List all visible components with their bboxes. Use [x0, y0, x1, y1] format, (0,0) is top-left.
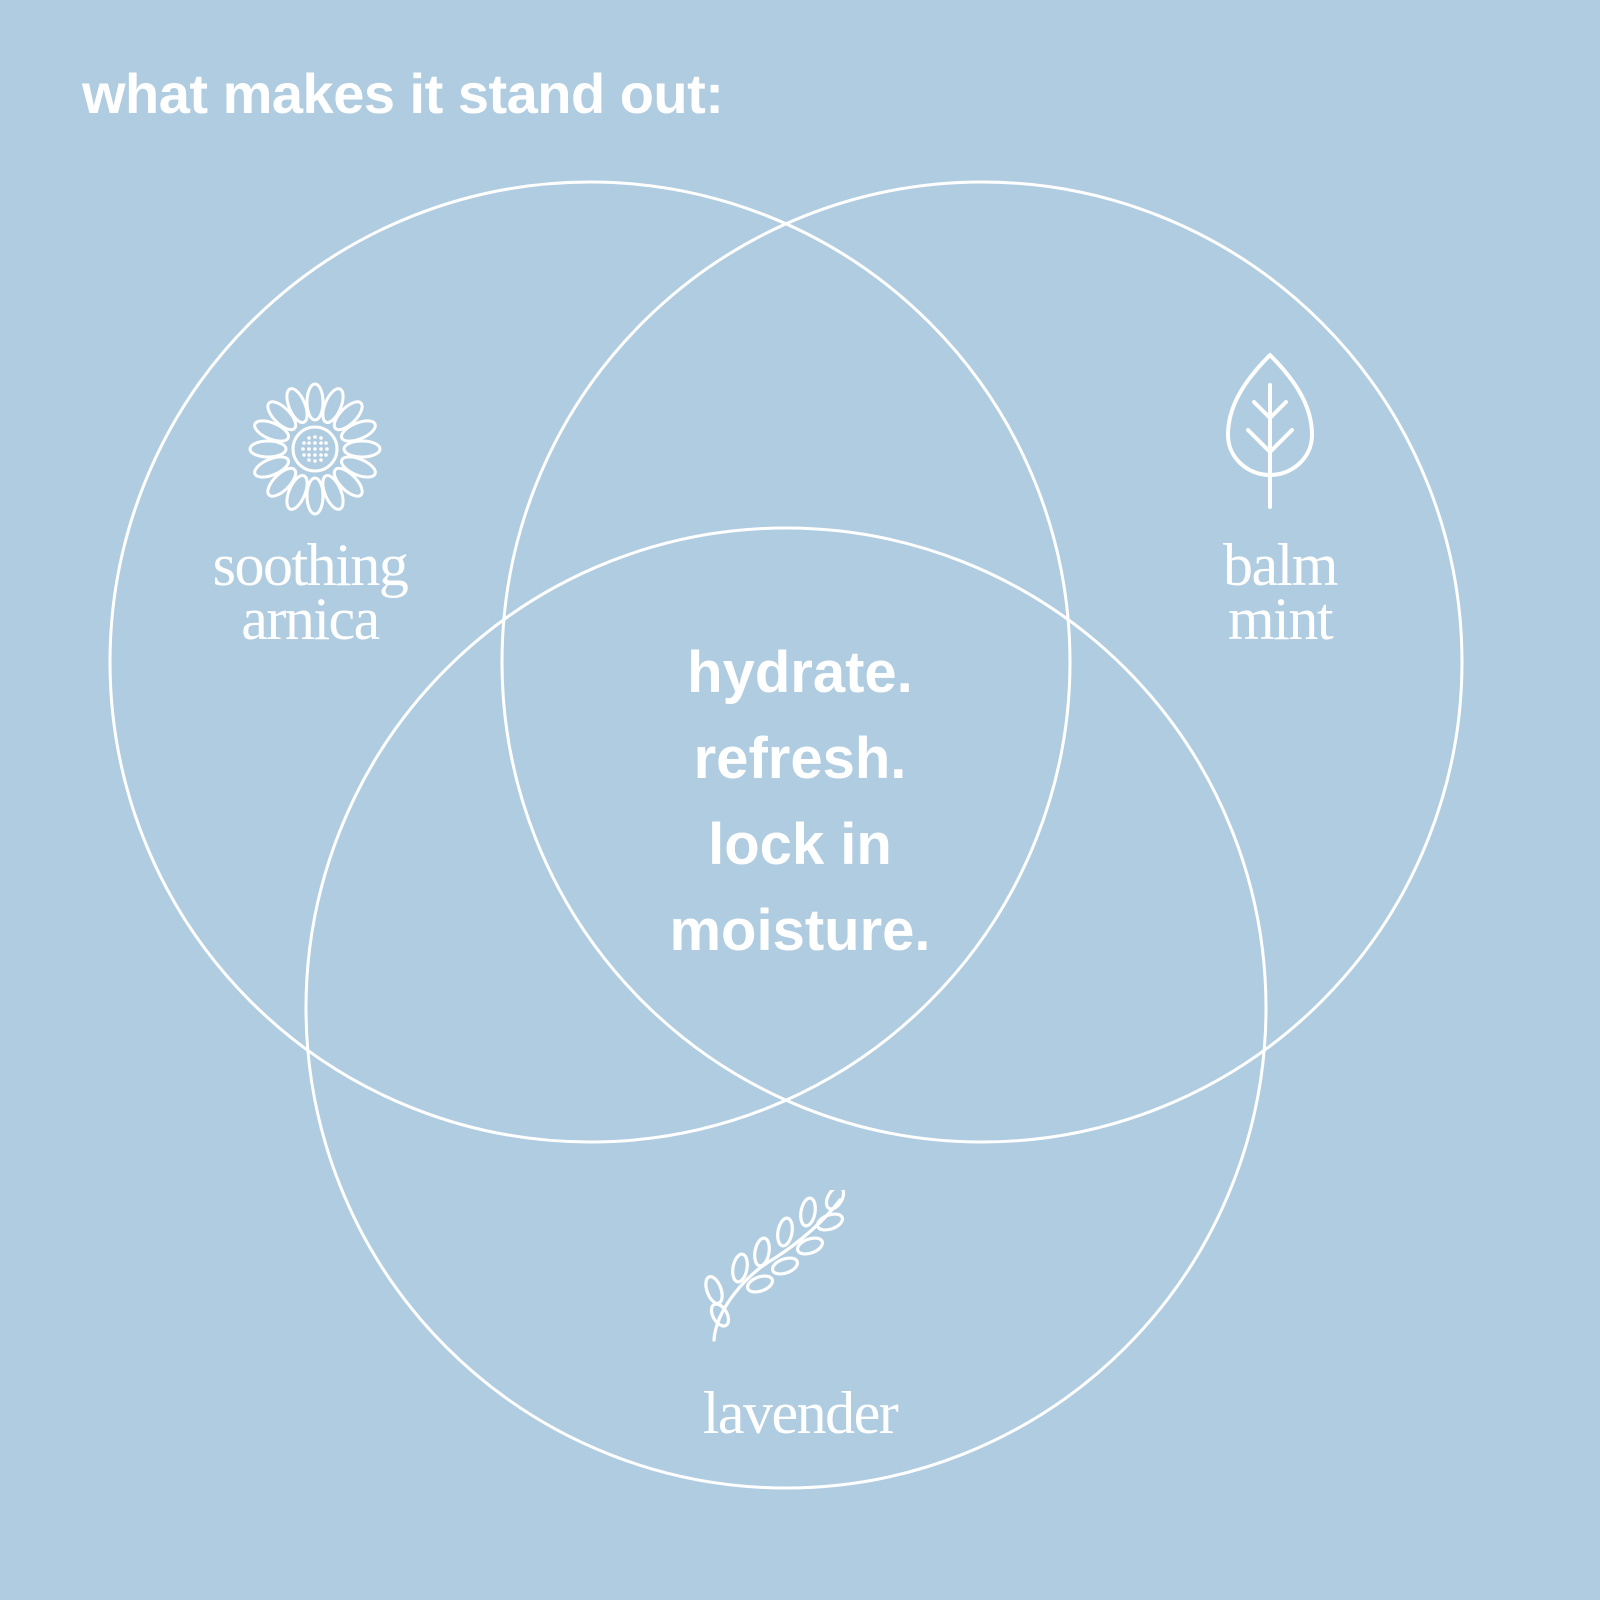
center-intersection-text: hydrate. refresh. lock in moisture. [600, 630, 1000, 974]
label-lavender-line1: lavender [702, 1380, 899, 1446]
circle-lavender [304, 526, 1268, 1490]
circle-soothing-arnica [108, 180, 1072, 1144]
label-soothing-arnica: soothing arnica [160, 532, 460, 652]
center-line-4: moisture. [669, 898, 931, 963]
center-line-2: refresh. [693, 726, 907, 791]
lavender-sprig-icon [704, 1190, 846, 1342]
label-soothing-arnica-line2: arnica [241, 586, 380, 652]
label-balm-mint-line2: mint [1227, 586, 1334, 652]
page-title: what makes it stand out: [82, 62, 724, 125]
label-lavender: lavender [640, 1380, 960, 1446]
sunflower-icon [248, 382, 382, 516]
center-line-3: lock in [708, 812, 892, 877]
label-balm-mint: balm mint [1130, 532, 1430, 652]
label-balm-mint-line1: balm [1223, 532, 1338, 598]
center-line-1: hydrate. [687, 640, 913, 705]
circle-balm-mint [500, 180, 1464, 1144]
label-soothing-arnica-line1: soothing [212, 532, 409, 598]
leaf-icon [1226, 353, 1314, 509]
